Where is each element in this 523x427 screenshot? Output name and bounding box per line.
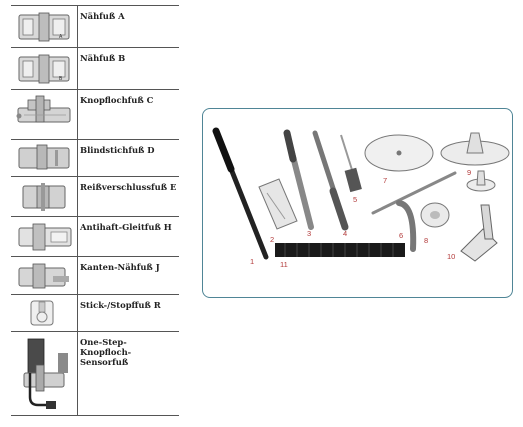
part-number-9: 9: [467, 168, 471, 177]
spool-cap-icon: [440, 132, 510, 166]
foot-image-cell: B: [11, 48, 78, 89]
foot-row-b: B Nähfuß B: [11, 48, 179, 90]
edge-guide-icon: [371, 171, 457, 252]
foot-image-cell: [11, 295, 78, 331]
foot-image-cell: [11, 90, 78, 139]
foot-label: Nähfuß A: [80, 11, 125, 21]
part-number-10: 10: [447, 252, 455, 261]
marker-pen-icon: Husqvarna: [212, 127, 269, 260]
small-spool-cap-icon: [466, 170, 496, 192]
foot-image-cell: A: [11, 6, 78, 47]
foot-image-cell: [11, 140, 78, 176]
foot-image-cell: [11, 177, 78, 216]
lint-brush-icon: [340, 134, 362, 193]
spool-pin-icon: [283, 129, 314, 230]
embroidery-darning-foot-icon: [30, 300, 54, 326]
part-number-1: 1: [250, 257, 254, 266]
part-number-11: 11: [280, 260, 288, 269]
felt-pads-strip-icon: [275, 243, 405, 257]
foot-label: Blindstichfuß D: [80, 145, 155, 155]
seam-ripper-card-icon: [258, 178, 298, 230]
part-number-5: 5: [353, 195, 357, 204]
part-number-7: 7: [383, 176, 387, 185]
blindstitch-foot-icon: [18, 144, 70, 170]
part-number-4: 4: [343, 229, 347, 238]
foot-label: Kanten-Nähfuß J: [80, 262, 160, 272]
part-number-8: 8: [424, 236, 428, 245]
foot-row-d: Blindstichfuß D: [11, 140, 179, 177]
foot-label: One-Step-Knopfloch-Sensorfuß: [80, 337, 132, 367]
accessories-panel: Husqvarna 1 2 3 4 5 7: [202, 108, 513, 298]
presser-foot-a-icon: A: [18, 12, 70, 42]
foot-label: Antihaft-Gleitfuß H: [80, 222, 172, 232]
quilting-guide-icon: [460, 204, 498, 262]
foot-image-cell: [11, 217, 78, 256]
accessories-illustration: Husqvarna 1 2 3 4 5 7: [212, 127, 510, 269]
part-number-3: 3: [307, 229, 311, 238]
foot-image-cell: [11, 332, 78, 415]
screwdriver-icon: [312, 130, 349, 231]
foot-row-a: A Nähfuß A: [11, 6, 179, 48]
presser-foot-b-icon: B: [18, 54, 70, 84]
foot-row-sensor: One-Step-Knopfloch-Sensorfuß: [11, 332, 179, 416]
non-stick-glide-foot-icon: [18, 223, 72, 251]
presser-feet-table: A Nähfuß A B Nähfuß B Kno: [11, 5, 179, 416]
foot-plate-letter: B: [59, 76, 63, 82]
foot-row-c: Knopflochfuß C: [11, 90, 179, 140]
zipper-foot-icon: [22, 183, 66, 211]
edge-stitch-foot-icon: [18, 263, 69, 289]
sensor-buttonhole-foot-icon: [23, 338, 68, 409]
foot-row-r: Stick-/Stopffuß R: [11, 295, 179, 332]
foot-label: Nähfuß B: [80, 53, 126, 63]
foot-label: Stick-/Stopffuß R: [80, 300, 161, 310]
bobbin-icon: [420, 202, 450, 228]
large-spool-disk-icon: [364, 134, 434, 172]
foot-label: Reißverschlussfuß E: [80, 182, 177, 192]
buttonhole-foot-icon: [16, 95, 71, 123]
foot-label: Knopflochfuß C: [80, 95, 154, 105]
part-number-2: 2: [270, 235, 274, 244]
foot-plate-letter: A: [59, 34, 63, 40]
part-number-6: 6: [399, 231, 403, 240]
foot-image-cell: [11, 257, 78, 294]
foot-row-e: Reißverschlussfuß E: [11, 177, 179, 217]
foot-row-h: Antihaft-Gleitfuß H: [11, 217, 179, 257]
foot-row-j: Kanten-Nähfuß J: [11, 257, 179, 295]
